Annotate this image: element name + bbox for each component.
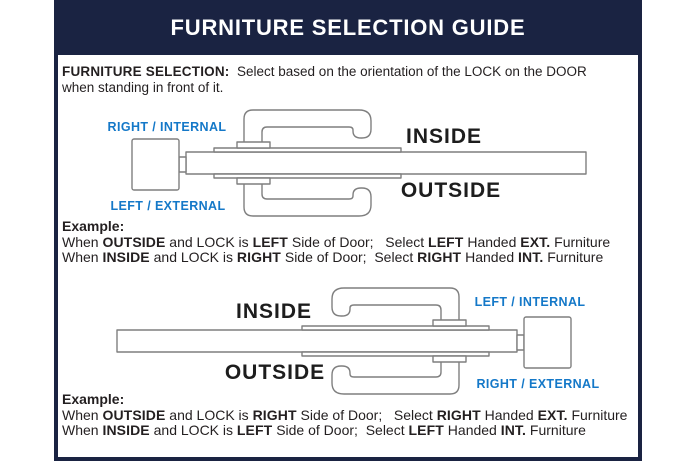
diagram2-inside-label: INSIDE (236, 300, 312, 323)
example1-line1-seg: and LOCK is (165, 233, 253, 250)
example2-line2-seg-bold: LEFT (236, 422, 273, 438)
example2-line2-seg-bold: INSIDE (102, 422, 150, 438)
example2-line1-seg-bold: RIGHT (436, 406, 481, 423)
example1-line1-seg: Side of Door; Select (287, 233, 429, 250)
diagram2-top-blue-label: LEFT / INTERNAL (475, 295, 586, 309)
example2-line2-seg: Furniture (526, 422, 586, 438)
example2-line1-seg: and LOCK is (165, 406, 253, 423)
guide-title: FURNITURE SELECTION GUIDE (170, 14, 526, 40)
example1-line1-seg-bold: LEFT (428, 233, 464, 250)
example2-line1-seg: Handed (480, 406, 538, 423)
example1-line2-seg-bold: RIGHT (417, 249, 462, 265)
example1-line2-seg-bold: INSIDE (102, 249, 150, 265)
intro-line1: Select based on the orientation of the L… (229, 64, 587, 79)
example1-line1-seg: Handed (463, 233, 521, 250)
example2-line2-seg: and LOCK is (149, 422, 237, 438)
diagram2-outside-label: OUTSIDE (225, 361, 325, 384)
intro-lead: FURNITURE SELECTION: (62, 64, 230, 79)
diagram2-bottom-blue-label: RIGHT / EXTERNAL (476, 377, 599, 391)
example2-line1-seg-bold: RIGHT (252, 406, 297, 423)
example1-line2-seg: Furniture (543, 249, 604, 265)
example1-line1-seg-bold: EXT. (520, 233, 551, 250)
example-block-2: Example:When OUTSIDE and LOCK is RIGHT S… (62, 391, 640, 439)
example2-line1-seg-bold: EXT. (537, 406, 568, 423)
example1-line2-seg: When (62, 249, 103, 265)
example2-line2-seg: Side of Door; Select (272, 422, 409, 438)
diagram-lock-right: INSIDE OUTSIDE LEFT / INTERNAL RIGHT / E… (116, 287, 599, 395)
example2-line1-seg: Side of Door; Select (296, 406, 437, 423)
example2-line2-seg: Handed (443, 422, 501, 438)
diagram-lock-left: RIGHT / INTERNAL LEFT / EXTERNAL INSIDE … (108, 109, 587, 217)
furniture-guide-card: FURNITURE SELECTION GUIDE FURNITURE SELE… (54, 0, 642, 461)
example1-heading: Example: (62, 218, 125, 234)
example-block-1: Example:When OUTSIDE and LOCK is LEFT Si… (62, 218, 640, 266)
diagram1-outside-label: OUTSIDE (401, 179, 501, 202)
example2-heading: Example: (62, 391, 125, 407)
intro-line2: when standing in front of it. (62, 80, 224, 95)
example1-line2-seg: and LOCK is (149, 249, 237, 265)
example1-line1-seg: When (62, 233, 103, 250)
example2-line1-seg: When (62, 406, 103, 423)
example2-line2-seg: When (62, 422, 103, 438)
example2-line1-seg-bold: OUTSIDE (102, 406, 166, 423)
example1-line2-seg: Handed (461, 249, 519, 265)
diagram1-top-blue-label: RIGHT / INTERNAL (108, 120, 227, 134)
intro-text: FURNITURE SELECTION: Select based on the… (62, 64, 637, 96)
example1-line1-seg-bold: LEFT (252, 233, 288, 250)
guide-header: FURNITURE SELECTION GUIDE (54, 0, 642, 55)
diagram1-bottom-blue-label: LEFT / EXTERNAL (110, 199, 225, 213)
example1-line2-seg-bold: INT. (518, 249, 544, 265)
diagram1-inside-label: INSIDE (406, 125, 482, 148)
example1-line1-seg-bold: OUTSIDE (102, 233, 166, 250)
example1-line2-seg-bold: RIGHT (236, 249, 281, 265)
example2-line2-seg-bold: INT. (500, 422, 527, 438)
example1-line2-seg: Side of Door; Select (280, 249, 418, 265)
example1-line1-seg: Furniture (550, 233, 611, 250)
example2-line2-seg-bold: LEFT (408, 422, 444, 438)
example2-line1-seg: Furniture (567, 406, 628, 423)
